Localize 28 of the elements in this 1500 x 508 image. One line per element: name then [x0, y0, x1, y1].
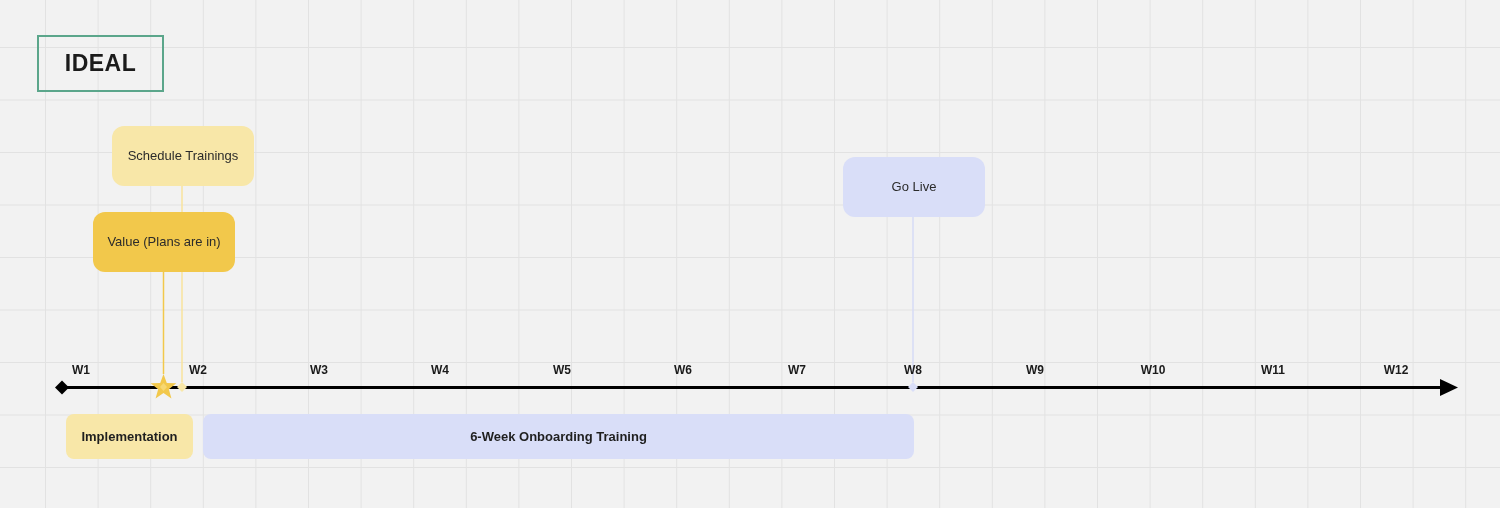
week-label: W3 — [310, 362, 328, 378]
phase-label: 6-Week Onboarding Training — [470, 427, 647, 446]
week-label: W9 — [1026, 362, 1044, 378]
milestone-label: Value (Plans are in) — [107, 233, 221, 252]
week-label: W6 — [674, 362, 692, 378]
milestone-label: Schedule Trainings — [127, 147, 239, 166]
week-label: W12 — [1383, 362, 1409, 378]
leader-line — [162, 271, 165, 375]
phase-label: Implementation — [81, 427, 178, 446]
week-label: W4 — [431, 362, 449, 378]
week-label: W11 — [1261, 362, 1285, 378]
week-label: W8 — [904, 362, 922, 378]
week-label: W5 — [553, 362, 571, 378]
heading-frame — [37, 35, 164, 92]
week-label: W10 — [1140, 362, 1166, 378]
heading-text: IDEAL — [64, 49, 137, 79]
week-label: W2 — [189, 362, 207, 378]
phase-bar — [66, 414, 193, 459]
week-label: W7 — [788, 362, 806, 378]
phase-bar — [203, 414, 914, 459]
diamond-icon — [908, 382, 918, 392]
milestone-card — [112, 126, 254, 186]
diamond-icon — [177, 382, 187, 392]
milestone-label: Go Live — [891, 178, 937, 197]
week-label: W1 — [72, 362, 90, 378]
milestone-card — [843, 157, 985, 217]
star-icon — [150, 374, 177, 399]
milestone-card — [93, 212, 235, 272]
